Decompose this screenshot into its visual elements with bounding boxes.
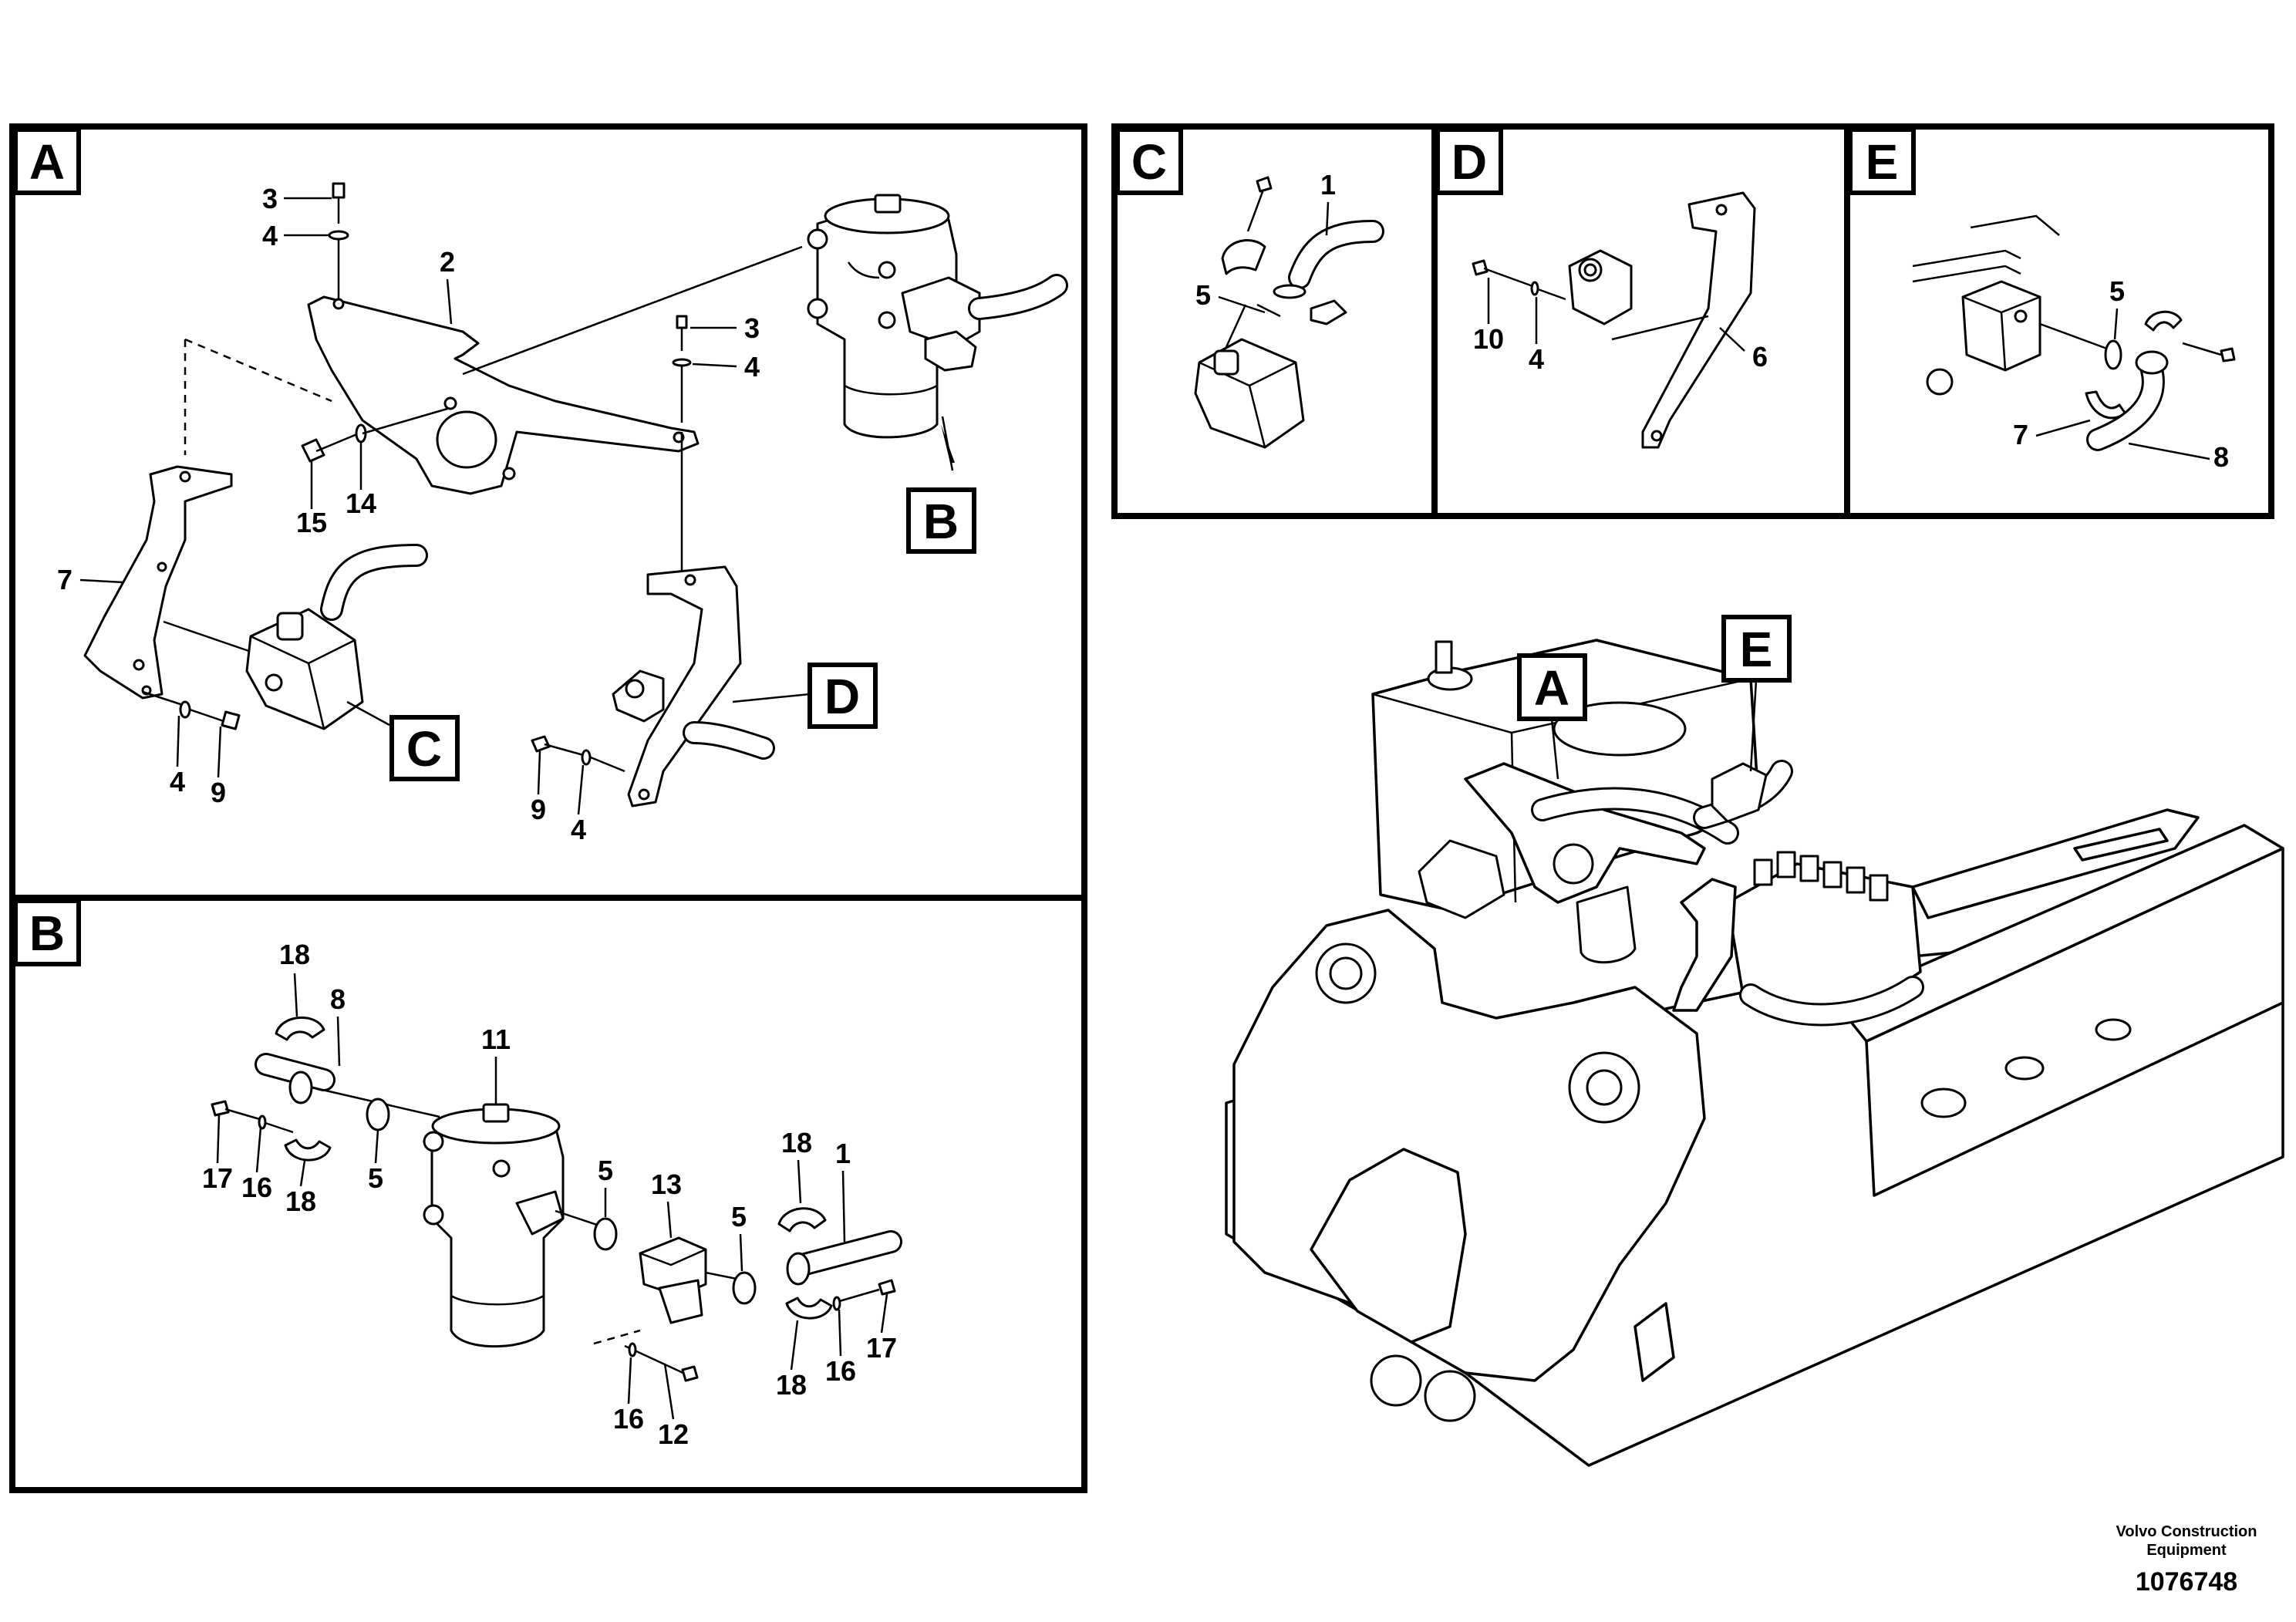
callout-label: 8: [330, 983, 346, 1015]
drawing-number: 1076748: [2136, 1567, 2237, 1597]
callout-label: 5: [598, 1155, 613, 1186]
svg-text:E: E: [1866, 134, 1899, 190]
callout-label: 17: [866, 1332, 897, 1364]
callout-label: 16: [613, 1403, 644, 1435]
svg-text:D: D: [1451, 134, 1487, 190]
panel-d-drawing: [1472, 191, 1756, 449]
callout-label: 4: [1529, 343, 1544, 375]
panel-e-drawing: [1912, 214, 2236, 451]
panel-c-drawing: [1194, 176, 1384, 449]
svg-text:B: B: [29, 905, 65, 961]
overview-tag-a: A: [1517, 653, 1587, 780]
callout-label: 4: [744, 351, 760, 383]
callout-label: 5: [368, 1162, 383, 1194]
panel-d-tag: D: [1435, 127, 1503, 195]
callout-label: 18: [776, 1369, 807, 1401]
callout-label: 4: [262, 220, 278, 251]
svg-text:E: E: [1740, 622, 1773, 677]
drawing-footer: Volvo Construction Equipment 1076748: [2116, 1523, 2257, 1597]
panel-a-tag: A: [13, 127, 81, 195]
callout-label: 5: [1195, 279, 1211, 311]
callout-label: 8: [2213, 441, 2229, 473]
callout-label: 10: [1473, 323, 1504, 355]
callout-label: 16: [825, 1355, 856, 1387]
panel-b-callouts: 18 8 11 17 16 18 5 5 13 5 18 1 18 16 17 …: [202, 939, 897, 1450]
callout-label: 13: [651, 1168, 682, 1200]
callout-label: 4: [170, 766, 185, 798]
callout-label: 1: [835, 1138, 851, 1169]
callout-label: 18: [781, 1127, 812, 1158]
callout-label: 7: [2013, 419, 2028, 450]
panel-a-callouts: 3 4 2 3 4 7 15 14 4 9 9 4: [57, 183, 760, 845]
callout-label: 18: [279, 939, 310, 970]
panel-a-drawing: [83, 182, 1068, 808]
callout-label: 7: [57, 564, 72, 595]
ref-tag-c: C: [389, 715, 460, 781]
panel-e-tag: E: [1848, 127, 1916, 195]
svg-text:A: A: [29, 134, 65, 190]
svg-text:B: B: [923, 494, 959, 549]
callout-label: 5: [731, 1201, 747, 1233]
callout-label: 12: [658, 1418, 689, 1450]
svg-text:C: C: [406, 721, 442, 777]
panel-b-drawing: [211, 1017, 902, 1382]
svg-text:A: A: [1534, 660, 1569, 716]
callout-label: 6: [1752, 341, 1768, 373]
panel-c-callouts: 1 5: [1195, 169, 1336, 314]
overview-tag-e: E: [1721, 615, 1792, 772]
svg-text:D: D: [824, 669, 860, 724]
maker-line-1: Volvo Construction: [2116, 1523, 2257, 1540]
panel-c-tag: C: [1115, 127, 1183, 195]
callout-label: 3: [262, 183, 278, 214]
callout-label: 4: [571, 814, 586, 845]
svg-text:C: C: [1131, 134, 1167, 190]
callout-label: 9: [211, 777, 226, 808]
panel-d-callouts: 10 4 6: [1473, 278, 1768, 375]
callout-label: 17: [202, 1162, 233, 1194]
callout-label: 16: [241, 1172, 272, 1203]
callout-label: 15: [296, 507, 327, 538]
callout-label: 5: [2109, 275, 2125, 307]
panel-b-tag: B: [13, 899, 81, 966]
callout-label: 1: [1320, 169, 1336, 201]
callout-label: 9: [531, 794, 546, 825]
ref-tag-d: D: [807, 663, 878, 729]
callout-label: 18: [285, 1185, 316, 1217]
maker-line-2: Equipment: [2146, 1542, 2227, 1559]
panel-e-callouts: 5 7 8: [2013, 275, 2229, 473]
ref-tag-b: B: [906, 487, 976, 554]
panel-cde-frame: [1111, 123, 2274, 519]
callout-label: 14: [346, 487, 376, 519]
callout-label: 3: [744, 312, 760, 344]
overview-illustration: [1225, 639, 2284, 1467]
callout-label: 2: [440, 246, 455, 278]
callout-label: 11: [481, 1023, 511, 1055]
